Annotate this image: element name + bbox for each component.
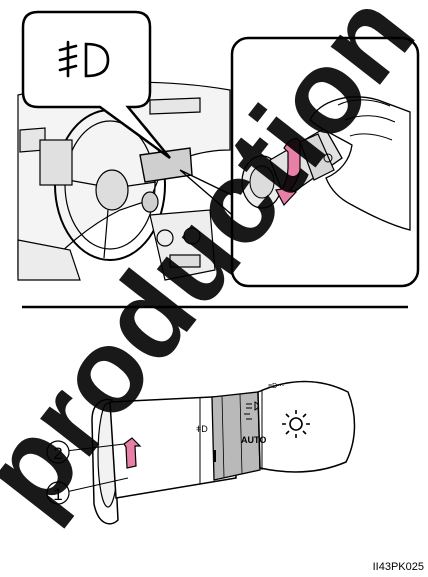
fog-symbol-label: ǂD: [196, 424, 208, 434]
top-edge-symbol: ≡D⋯: [268, 383, 284, 390]
figure-code: II43PK025: [373, 561, 424, 573]
auto-label: AUTO: [241, 435, 266, 445]
